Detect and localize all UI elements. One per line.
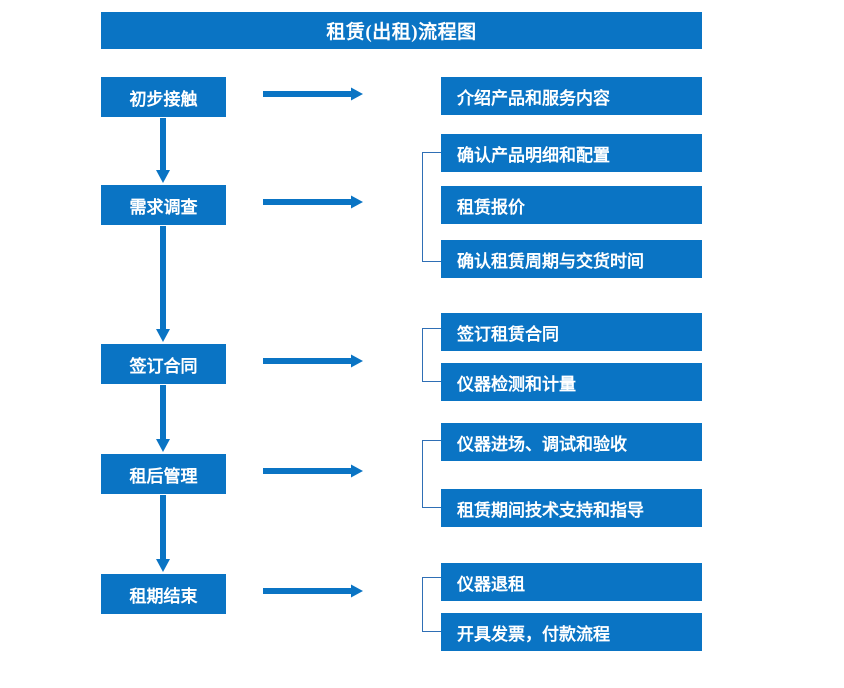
flow-arrow-down-3 bbox=[155, 385, 171, 453]
stage-arrow-right-4 bbox=[263, 464, 364, 478]
detail-box-2-2[interactable]: 租赁报价 bbox=[441, 186, 702, 224]
stage-arrow-right-3 bbox=[263, 354, 364, 368]
detail-box-3-1[interactable]: 签订租赁合同 bbox=[441, 313, 702, 351]
stage-arrow-right-5 bbox=[263, 584, 364, 598]
diagram-title: 租赁(出租)流程图 bbox=[101, 12, 702, 49]
stage-arrow-right-2 bbox=[263, 195, 364, 209]
stage-box-1[interactable]: 初步接触 bbox=[101, 77, 226, 117]
group-bracket-3 bbox=[422, 328, 441, 382]
detail-box-2-3[interactable]: 确认租赁周期与交货时间 bbox=[441, 240, 702, 278]
detail-box-2-1[interactable]: 确认产品明细和配置 bbox=[441, 134, 702, 172]
stage-box-3[interactable]: 签订合同 bbox=[101, 344, 226, 384]
stage-box-2[interactable]: 需求调查 bbox=[101, 185, 226, 225]
group-bracket-2 bbox=[422, 152, 441, 262]
flow-arrow-down-4 bbox=[155, 495, 171, 573]
flow-arrow-down-1 bbox=[155, 118, 171, 184]
stage-arrow-right-1 bbox=[263, 87, 364, 101]
detail-box-5-2[interactable]: 开具发票，付款流程 bbox=[441, 613, 702, 651]
group-bracket-5 bbox=[422, 577, 441, 632]
detail-box-4-1[interactable]: 仪器进场、调试和验收 bbox=[441, 423, 702, 461]
stage-box-5[interactable]: 租期结束 bbox=[101, 574, 226, 614]
detail-box-5-1[interactable]: 仪器退租 bbox=[441, 563, 702, 601]
detail-box-1-1[interactable]: 介绍产品和服务内容 bbox=[441, 77, 702, 115]
stage-box-4[interactable]: 租后管理 bbox=[101, 454, 226, 494]
detail-box-4-2[interactable]: 租赁期间技术支持和指导 bbox=[441, 489, 702, 527]
group-bracket-4 bbox=[422, 440, 441, 508]
flow-arrow-down-2 bbox=[155, 226, 171, 343]
detail-box-3-2[interactable]: 仪器检测和计量 bbox=[441, 363, 702, 401]
